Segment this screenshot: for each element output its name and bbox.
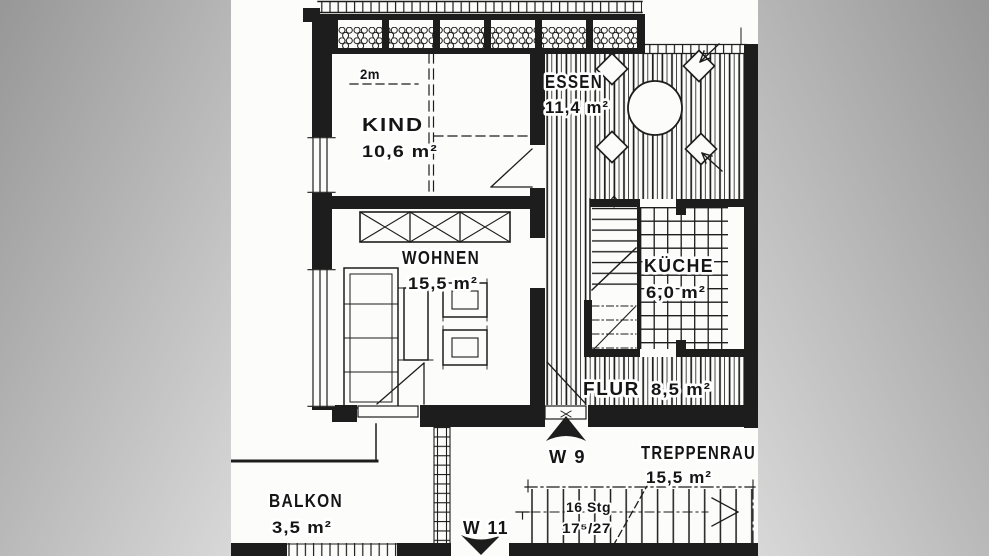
label-area-kueche: 6,0 m² bbox=[646, 283, 706, 302]
wall-kind-wohnen bbox=[332, 196, 545, 209]
wall-bottom-left bbox=[420, 405, 545, 427]
balcony bbox=[231, 423, 379, 463]
door-flag-kueche-bottom bbox=[676, 340, 686, 357]
door-flag-kueche-top bbox=[676, 199, 686, 215]
label-area-kind: 10,6 m² bbox=[362, 142, 438, 161]
wall-stair-kueche-divider bbox=[637, 207, 641, 349]
wall-kueche-bottom-right bbox=[686, 349, 744, 357]
arrow-se bbox=[701, 152, 723, 172]
wall-top-left-stub bbox=[303, 8, 320, 22]
roof-edge-band bbox=[317, 0, 643, 14]
wall-corridor-upper bbox=[530, 52, 545, 145]
scan-border-right bbox=[758, 0, 989, 556]
chair-se bbox=[684, 132, 718, 166]
door-swing-balcony bbox=[376, 362, 425, 405]
stair-walk-arrow bbox=[711, 497, 740, 527]
label-room-flur: FLUR bbox=[583, 379, 640, 399]
dining-table bbox=[627, 80, 683, 136]
chair-ne bbox=[682, 49, 716, 83]
chair-nw bbox=[595, 52, 629, 86]
label-door-w9: W 9 bbox=[549, 447, 586, 467]
wall-balcony-stub bbox=[332, 405, 357, 422]
window-kind bbox=[307, 136, 336, 194]
balcony-ladder bbox=[433, 423, 451, 546]
wall-bottom-band bbox=[231, 535, 758, 556]
window-wohnen bbox=[307, 268, 336, 408]
label-room-balkon: BALKON bbox=[269, 491, 343, 511]
chair-sw bbox=[595, 130, 629, 164]
wall-insulation-panels bbox=[338, 20, 637, 48]
room-kueche-floor bbox=[640, 207, 744, 349]
wall-kueche-bottom-left bbox=[590, 349, 640, 357]
wall-corridor-lower bbox=[530, 288, 545, 407]
wall-stair-stub bbox=[584, 300, 592, 357]
label-stair-count: 16 Stg bbox=[566, 500, 611, 515]
armchair-2 bbox=[442, 325, 488, 370]
dining-set bbox=[595, 43, 723, 172]
arrow-ne bbox=[699, 43, 720, 63]
entry-marker-w11 bbox=[461, 535, 501, 555]
floor-stripes-essen-flur bbox=[545, 50, 744, 405]
internal-stair bbox=[589, 195, 638, 358]
label-area-wohnen: 15,5 m² bbox=[408, 274, 478, 293]
label-room-kueche: KÜCHE bbox=[644, 256, 714, 276]
label-area-essen: 11,4 m² bbox=[545, 98, 609, 117]
label-area-balkon: 3,5 m² bbox=[272, 518, 332, 537]
label-room-wohnen: WOHNEN bbox=[402, 248, 480, 268]
coffee-table bbox=[398, 287, 434, 361]
label-roof-height: 2m bbox=[360, 67, 380, 82]
label-room-essen: ESSEN bbox=[545, 72, 603, 92]
label-stair-dimensions: 17⁵/27 bbox=[562, 521, 611, 536]
label-room-treppenraum: TREPPENRAU bbox=[641, 443, 756, 463]
balcony-door-leaf bbox=[357, 405, 419, 418]
stair-walk-line bbox=[612, 485, 648, 547]
label-area-flur: 8,5 m² bbox=[651, 380, 711, 399]
stairwell-stair bbox=[515, 479, 756, 547]
armchair-1 bbox=[442, 278, 488, 322]
wall-kueche-top-left bbox=[590, 199, 640, 207]
entry-marker-w9 bbox=[544, 405, 587, 441]
wall-bottom-right bbox=[588, 405, 758, 427]
kind-dimension-lines bbox=[349, 52, 529, 197]
door-swing-kind bbox=[490, 148, 533, 188]
label-area-treppenraum: 15,5 m² bbox=[646, 468, 712, 487]
label-door-w11: W 11 bbox=[463, 518, 509, 538]
wall-kueche-top-right bbox=[686, 199, 744, 207]
door-swing-entry-w9 bbox=[546, 361, 586, 404]
stair-railing-line bbox=[590, 246, 638, 292]
floorplan-drawing: 2m KIND 10,6 m² ESSEN 11,4 m² WOHNEN 15,… bbox=[231, 0, 758, 556]
wall-corridor-mid bbox=[530, 188, 545, 238]
wall-right bbox=[744, 44, 758, 428]
label-room-kind: KIND bbox=[362, 115, 424, 135]
scan-border-left bbox=[0, 0, 231, 556]
kitchen-counter-strip bbox=[728, 207, 744, 349]
wardrobe bbox=[359, 211, 511, 243]
